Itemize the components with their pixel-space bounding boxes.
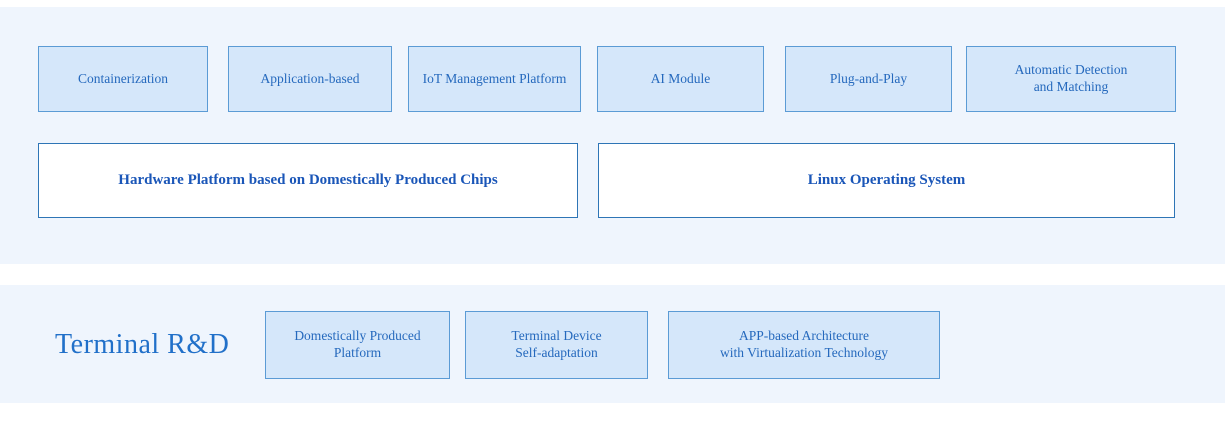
- feature-box-label: Plug-and-Play: [829, 70, 908, 86]
- capability-box-label: APP-based Architecture with Virtualizati…: [720, 328, 888, 360]
- capability-box-terminal-device-self-adaptation: Terminal Device Self-adaptation: [465, 311, 648, 379]
- capability-box-label: Terminal Device Self-adaptation: [511, 328, 602, 360]
- feature-box-iot-management-platform: IoT Management Platform: [408, 46, 581, 112]
- feature-box-containerization: Containerization: [38, 46, 208, 112]
- feature-box-automatic-detection-matching: Automatic Detection and Matching: [966, 46, 1176, 112]
- feature-box-ai-module: AI Module: [597, 46, 764, 112]
- terminal-rd-title: Terminal R&D: [55, 329, 230, 360]
- feature-box-application-based: Application-based: [228, 46, 392, 112]
- platform-box-linux-os: Linux Operating System: [598, 143, 1175, 218]
- feature-box-label: Application-based: [260, 70, 360, 86]
- capability-box-label: Domestically Produced Platform: [294, 328, 421, 360]
- feature-box-label: AI Module: [650, 70, 711, 86]
- feature-box-label: Automatic Detection and Matching: [1014, 62, 1128, 94]
- feature-box-plug-and-play: Plug-and-Play: [785, 46, 952, 112]
- feature-box-label: Containerization: [78, 70, 168, 86]
- platform-box-hardware-platform: Hardware Platform based on Domestically …: [38, 143, 578, 218]
- platform-box-label: Hardware Platform based on Domestically …: [118, 172, 498, 188]
- platform-box-label: Linux Operating System: [807, 172, 966, 188]
- capability-box-domestically-produced-platform: Domestically Produced Platform: [265, 311, 450, 379]
- capability-box-app-based-architecture: APP-based Architecture with Virtualizati…: [668, 311, 940, 379]
- feature-box-label: IoT Management Platform: [422, 70, 567, 86]
